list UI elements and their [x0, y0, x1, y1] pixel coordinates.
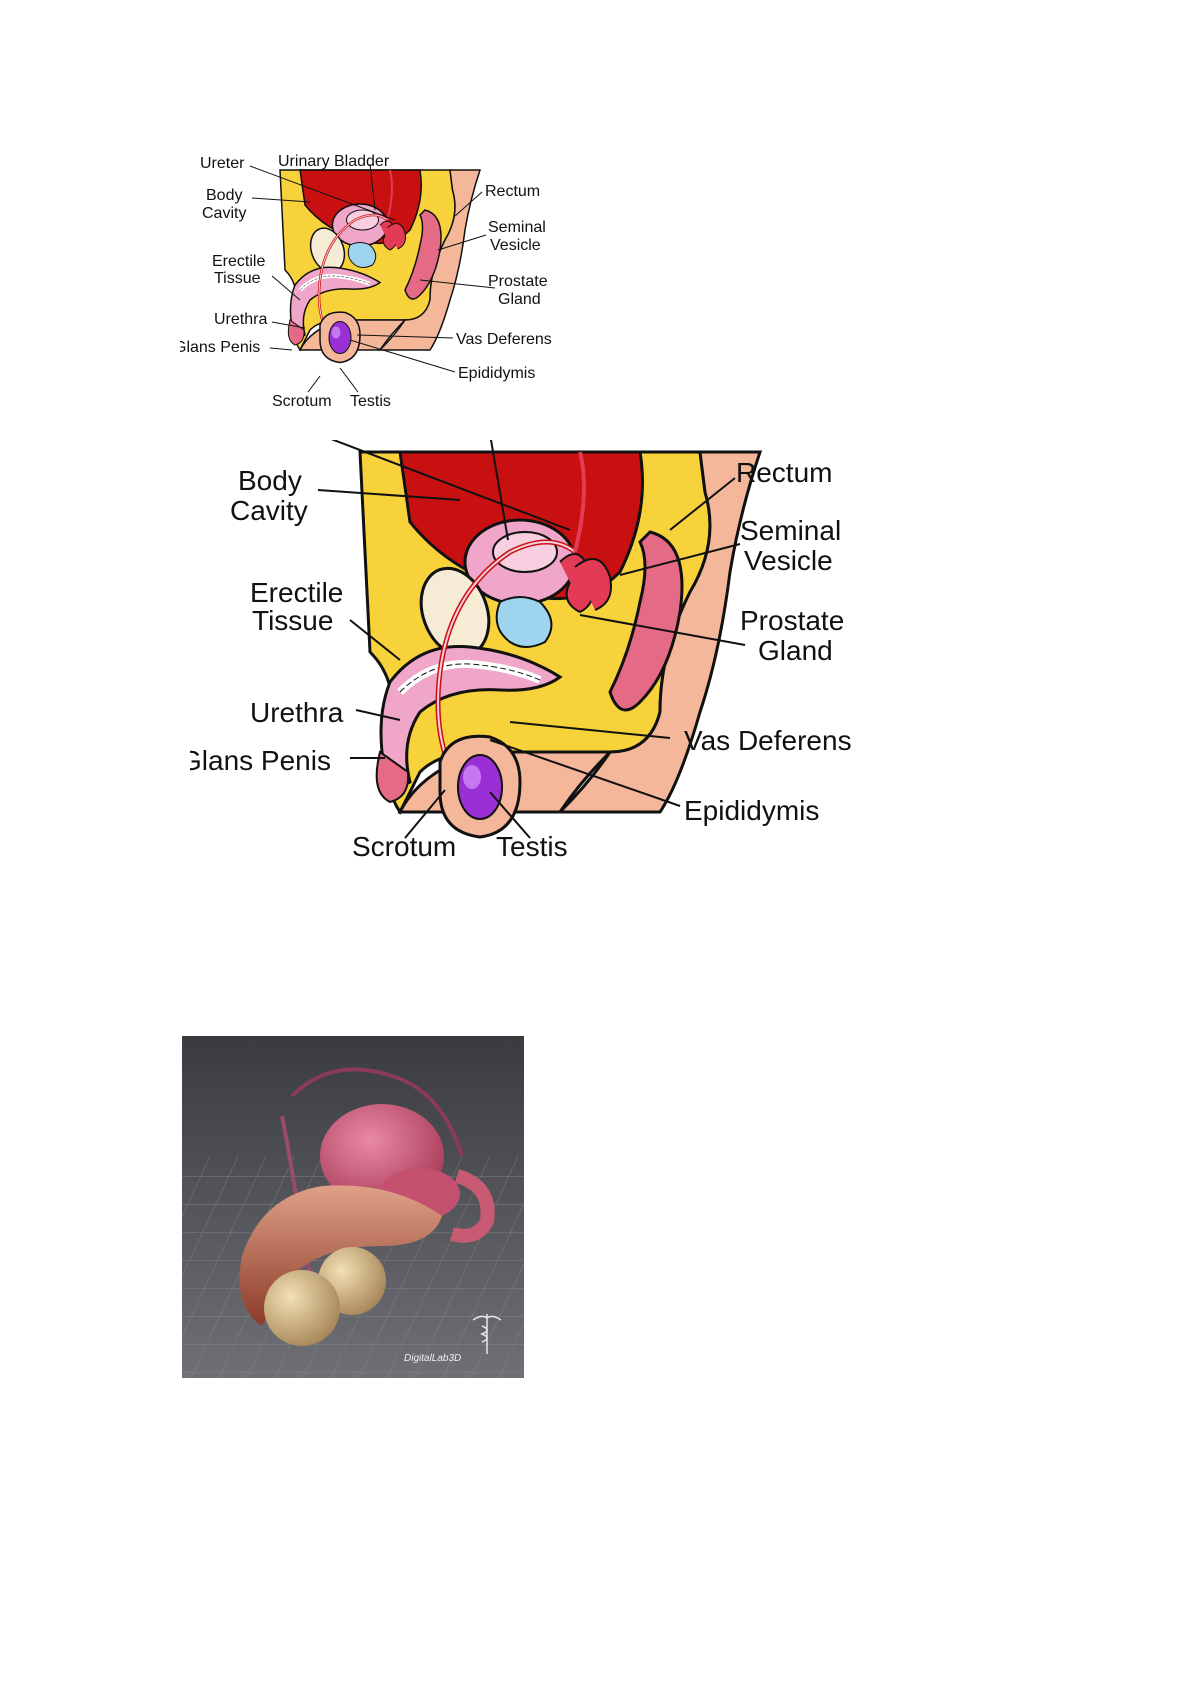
label-epididymis-small: Epididymis	[458, 365, 535, 382]
label-seminal-vesicle-line1-large: Seminal	[740, 515, 841, 546]
label-urinary-bladder-small: Urinary Bladder	[278, 153, 390, 170]
label-vas-deferens-small: Vas Deferens	[456, 331, 552, 348]
label-rectum-small: Rectum	[485, 183, 540, 200]
label-ureter-small: Ureter	[200, 155, 245, 172]
label-scrotum-small: Scrotum	[272, 393, 332, 410]
label-body-cavity-line1-small: Body	[206, 187, 242, 204]
label-prostate-gland-line2-small: Gland	[498, 291, 541, 308]
label-body-cavity-line2-small: Cavity	[202, 205, 246, 222]
anatomy-diagram-large-svg: Ureter Urinary Bladder Body Cavity Rectu…	[180, 403, 852, 862]
label-testis-large: Testis	[496, 831, 568, 862]
label-vas-deferens-large: Vas Deferens	[684, 725, 852, 756]
anatomy-3d-render: DigitalLab3D	[182, 1036, 524, 1378]
label-body-cavity-line1-large: Body	[238, 465, 302, 496]
label-body-cavity-line2-large: Cavity	[230, 495, 308, 526]
label-glans-penis-small: Glans Penis	[180, 339, 260, 356]
label-urethra-small: Urethra	[214, 311, 267, 328]
label-glans-penis-large: Glans Penis	[190, 745, 331, 776]
label-epididymis-large: Epididymis	[684, 795, 819, 826]
label-testis-small: Testis	[350, 393, 391, 410]
anatomy-diagram-small-svg: Ureter Urinary Bladder Body Cavity Rectu…	[174, 153, 552, 410]
label-prostate-gland-line2-large: Gland	[758, 635, 833, 666]
label-seminal-vesicle-line2-small: Vesicle	[490, 237, 541, 254]
label-prostate-gland-line1-small: Prostate	[488, 273, 548, 290]
label-urethra-large: Urethra	[250, 697, 344, 728]
watermark-text: DigitalLab3D	[404, 1353, 461, 1364]
label-seminal-vesicle-line2-large: Vesicle	[744, 545, 833, 576]
label-erectile-tissue-line2-large: Tissue	[252, 605, 333, 636]
label-erectile-tissue-line1-large: Erectile	[250, 577, 343, 608]
anatomy-diagram-small: Ureter Urinary Bladder Body Cavity Rectu…	[174, 150, 640, 436]
caduceus-icon	[472, 1314, 502, 1354]
anatomy-diagram-large: Ureter Urinary Bladder Body Cavity Rectu…	[180, 403, 950, 938]
label-seminal-vesicle-line1-small: Seminal	[488, 219, 546, 236]
label-rectum-large: Rectum	[736, 457, 832, 488]
label-scrotum-large: Scrotum	[352, 831, 456, 862]
label-erectile-tissue-line2-small: Tissue	[214, 270, 261, 287]
label-erectile-tissue-line1-small: Erectile	[212, 253, 265, 270]
label-prostate-gland-line1-large: Prostate	[740, 605, 844, 636]
anatomy-3d-render-svg: DigitalLab3D	[182, 1036, 524, 1378]
